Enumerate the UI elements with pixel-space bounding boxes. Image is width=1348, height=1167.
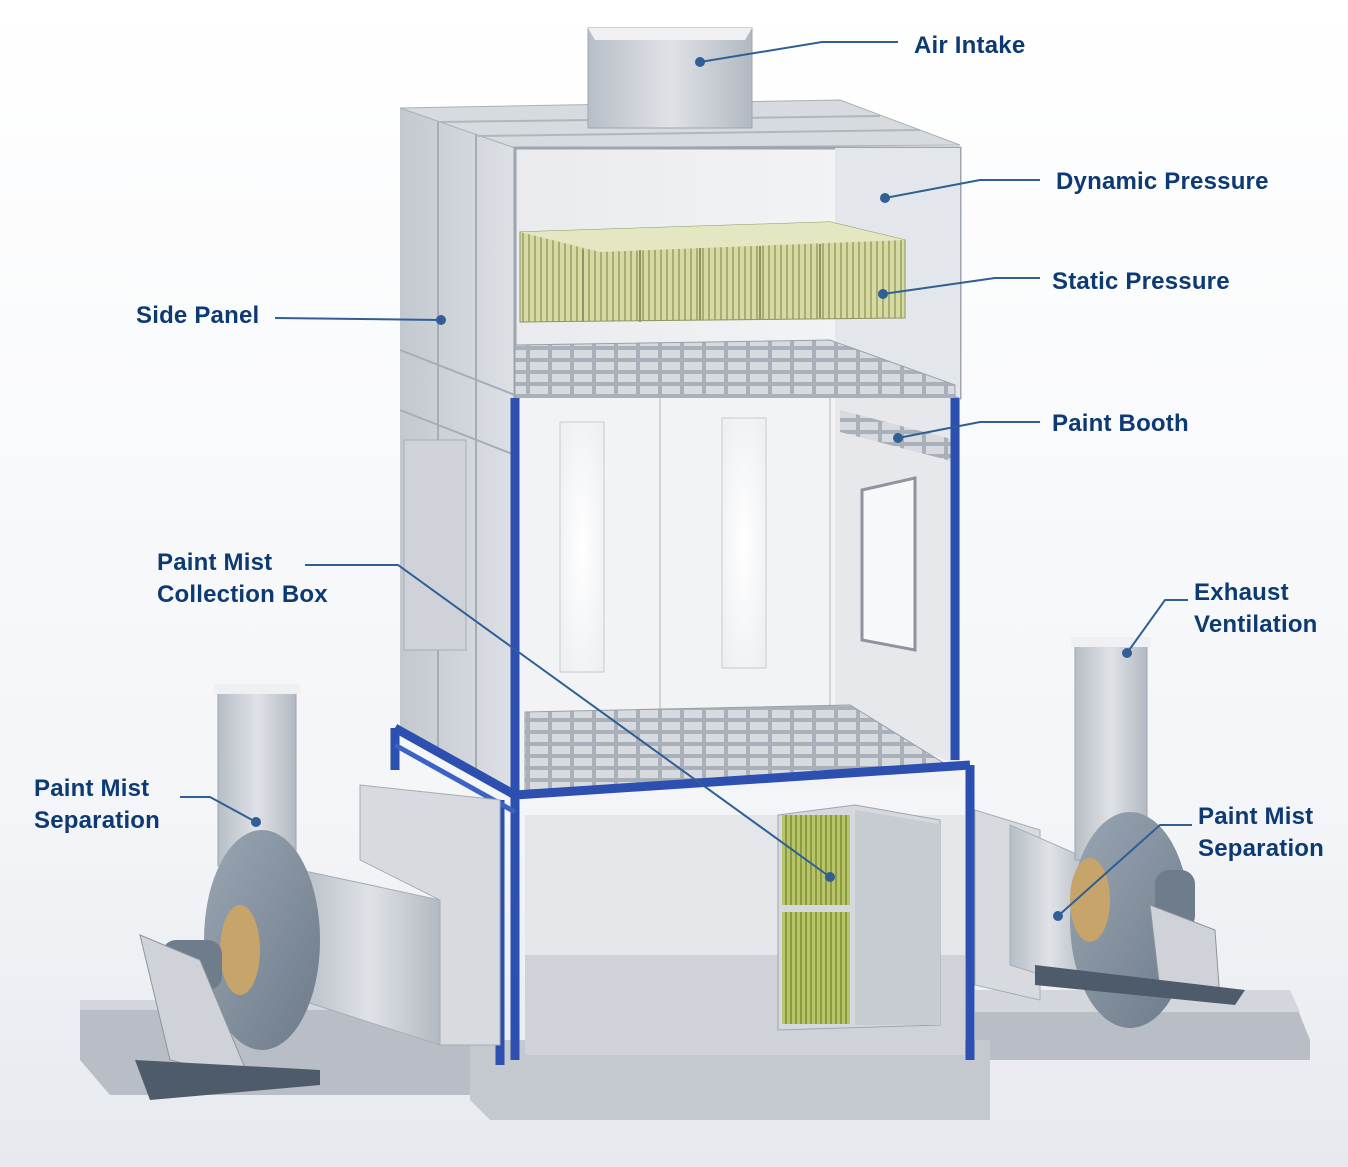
leader-dots	[251, 57, 1132, 921]
label-paint-mist-separation-right: Paint Mist Separation	[1198, 803, 1325, 862]
static-pressure-filters	[519, 221, 906, 323]
paint-mist-collection-box	[777, 804, 941, 1031]
light-strip-left	[559, 421, 605, 673]
label-side-panel: Side Panel	[136, 302, 260, 329]
leader-paint-mist-collection	[305, 564, 831, 878]
leader-exhaust-ventilation	[1126, 599, 1188, 654]
plenum-grating	[514, 339, 956, 401]
light-strip-right	[721, 417, 767, 669]
leader-dynamic-pressure	[884, 179, 1040, 199]
base-platform-center	[470, 1040, 990, 1120]
label-static-pressure: Static Pressure	[1052, 268, 1230, 295]
label-exhaust-ventilation: Exhaust Ventilation	[1194, 579, 1318, 638]
label-air-intake: Air Intake	[914, 32, 1026, 59]
label-paint-booth: Paint Booth	[1052, 410, 1189, 437]
leader-side-panel	[274, 317, 442, 321]
leader-separation-right	[1057, 824, 1192, 917]
leader-paint-booth	[897, 421, 1040, 439]
leader-air-intake	[699, 41, 898, 63]
left-exhaust-assembly	[135, 684, 501, 1100]
air-intake-duct	[587, 27, 753, 129]
leader-lines	[180, 41, 1192, 917]
blue-steel-frame	[390, 398, 975, 1065]
label-dynamic-pressure: Dynamic Pressure	[1056, 168, 1269, 195]
leader-static-pressure	[882, 277, 1040, 295]
leader-separation-left	[180, 796, 257, 823]
label-paint-mist-separation-left: Paint Mist Separation	[34, 775, 161, 834]
label-paint-mist-collection-box: Paint Mist Collection Box	[157, 549, 328, 608]
side-window	[860, 476, 917, 652]
